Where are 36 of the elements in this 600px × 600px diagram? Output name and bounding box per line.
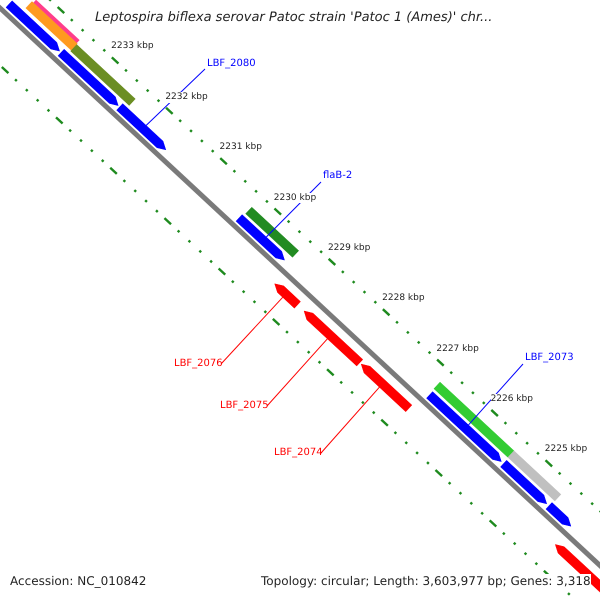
- scale-label: 2226 kbp: [490, 394, 533, 405]
- gene-label: LBF_2075: [220, 400, 269, 412]
- gene-feature: [508, 450, 562, 502]
- scale-label: 2228 kbp: [382, 293, 425, 304]
- gene-label: LBF_2074: [274, 447, 323, 459]
- gene-label: LBF_2073: [525, 352, 574, 364]
- scale-label: 2225 kbp: [544, 444, 588, 456]
- leader-line: [320, 386, 380, 454]
- leader-line: [266, 338, 328, 406]
- map-title: Leptospira biflexa serovar Patoc strain 'Patoc 1 (Ames)' chr...: [95, 10, 492, 26]
- gene-label: flaB-2: [323, 170, 352, 182]
- gene-feature: [58, 48, 118, 106]
- scale-label: 2229 kbp: [328, 242, 370, 254]
- gene-feature: [360, 364, 412, 412]
- sequence-info-text: Topology: circular; Length: 3,603,977 bp; Genes: 3,318: [261, 574, 591, 588]
- gene-feature: [116, 103, 166, 150]
- scale-label: 2230 kbp: [274, 192, 316, 204]
- accession-text: Accession: NC_010842: [10, 574, 146, 588]
- gene-feature: [546, 502, 572, 526]
- gene-feature: [6, 0, 60, 52]
- leader-line: [468, 364, 524, 426]
- scale-label: 2231 kbp: [220, 142, 262, 153]
- gene-feature: [434, 382, 514, 458]
- gene-feature: [500, 460, 547, 504]
- gene-feature: [26, 1, 78, 51]
- scale-label: 2227 kbp: [436, 344, 479, 354]
- gene-feature: [245, 206, 299, 258]
- gene-label: LBF_2076: [174, 358, 223, 370]
- gene-label: LBF_2080: [207, 58, 256, 70]
- gene-feature: [555, 544, 600, 594]
- gene-feature: [304, 310, 364, 366]
- leader-line: [220, 296, 284, 364]
- scale-label: 2233 kbp: [111, 41, 154, 52]
- scale-label: 2232 kbp: [165, 92, 208, 103]
- gene-feature: [274, 284, 301, 308]
- gene-feature: [236, 214, 285, 260]
